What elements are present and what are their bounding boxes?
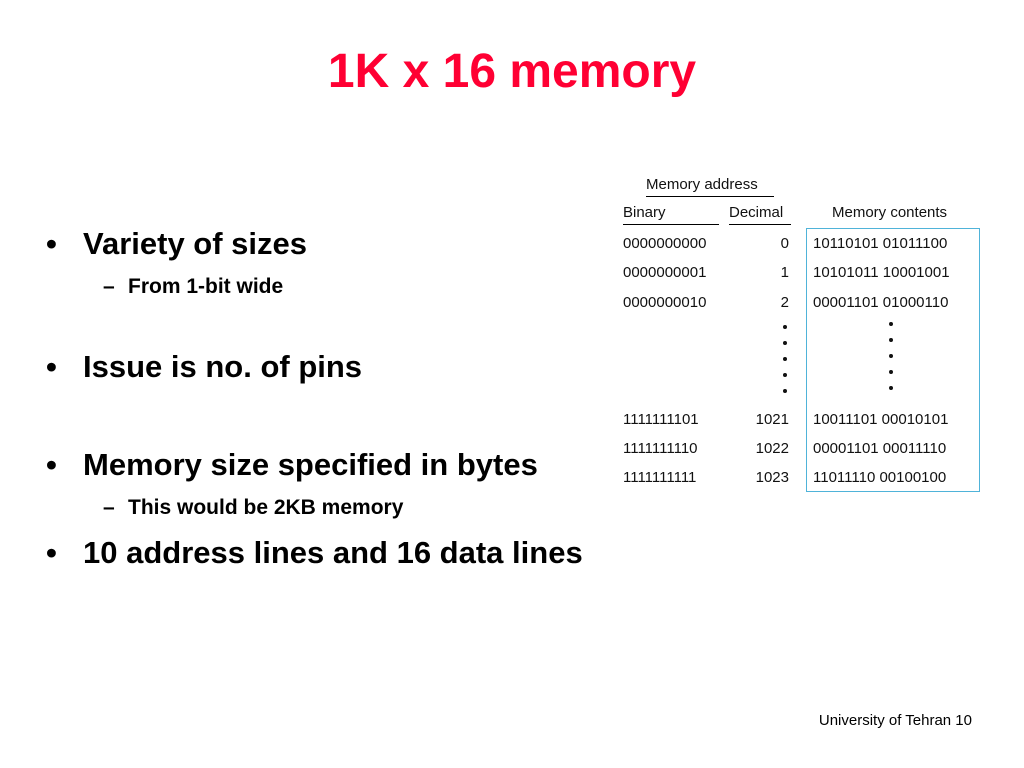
header-rule xyxy=(729,224,791,225)
bullet-dot: • xyxy=(46,226,57,261)
bullet-dot: • xyxy=(46,535,57,570)
memory-word: 00001101 01000110 xyxy=(813,294,949,311)
bullet-text: Memory size specified in bytes xyxy=(83,447,538,482)
ellipsis-dot xyxy=(889,370,893,374)
bullet-text: Variety of sizes xyxy=(83,226,308,261)
memory-word: 10011101 00010101 xyxy=(813,411,949,428)
bullet-text: 10 address lines and 16 data lines xyxy=(83,535,583,570)
header-rule xyxy=(646,196,774,197)
ellipsis-dot xyxy=(783,325,787,329)
ellipsis-dot xyxy=(889,386,893,390)
bullet-dot: • xyxy=(46,349,57,384)
sub-bullet-item: –From 1-bit wide xyxy=(103,273,283,301)
memory-word: 10110101 01011100 xyxy=(813,235,948,252)
bullet-item: • Memory size specified in bytes xyxy=(46,445,538,485)
ellipsis-dot xyxy=(889,354,893,358)
sub-bullet-dash: – xyxy=(103,275,115,298)
ellipsis-dot xyxy=(783,357,787,361)
address-binary: 0000000000 xyxy=(623,235,707,252)
slide-title: 1K x 16 memory xyxy=(327,45,697,98)
decimal-column-header: Decimal xyxy=(729,204,784,221)
bullet-dot: • xyxy=(46,447,57,482)
memory-word: 10101011 10001001 xyxy=(813,264,950,281)
ellipsis-dot xyxy=(783,341,787,345)
memory-address-header: Memory address xyxy=(646,176,758,193)
ellipsis-dot xyxy=(783,389,787,393)
address-binary: 0000000001 xyxy=(623,264,707,281)
ellipsis-dot xyxy=(783,373,787,377)
ellipsis-dot xyxy=(889,322,893,326)
memory-word: 00001101 00011110 xyxy=(813,440,947,457)
bullet-text: Issue is no. of pins xyxy=(83,349,363,384)
address-binary: 1111111110 xyxy=(623,440,698,457)
contents-column-header: Memory contents xyxy=(832,204,948,221)
address-decimal: 1 xyxy=(780,264,789,281)
ellipsis-dot xyxy=(889,338,893,342)
address-binary: 1111111101 xyxy=(623,411,699,428)
memory-contents-box xyxy=(806,228,980,492)
memory-word: 11011110 00100100 xyxy=(813,469,947,486)
slide-footer: University of Tehran 10 xyxy=(818,712,972,729)
binary-column-header: Binary xyxy=(623,204,666,221)
bullet-item: • Issue is no. of pins xyxy=(46,347,362,387)
address-decimal: 1023 xyxy=(755,469,789,486)
bullet-item: • Variety of sizes xyxy=(46,224,307,264)
address-binary: 0000000010 xyxy=(623,294,707,311)
address-decimal: 0 xyxy=(780,235,789,252)
address-binary: 1111111111 xyxy=(623,469,697,486)
address-decimal: 1022 xyxy=(755,440,789,457)
sub-bullet-text: From 1-bit wide xyxy=(128,275,284,298)
sub-bullet-text: This would be 2KB memory xyxy=(128,496,404,519)
sub-bullet-item: –This would be 2KB memory xyxy=(103,494,403,522)
address-decimal: 2 xyxy=(780,294,789,311)
header-rule xyxy=(623,224,719,225)
address-decimal: 1021 xyxy=(755,411,789,428)
sub-bullet-dash: – xyxy=(103,496,115,519)
bullet-item: • 10 address lines and 16 data lines xyxy=(46,533,583,573)
